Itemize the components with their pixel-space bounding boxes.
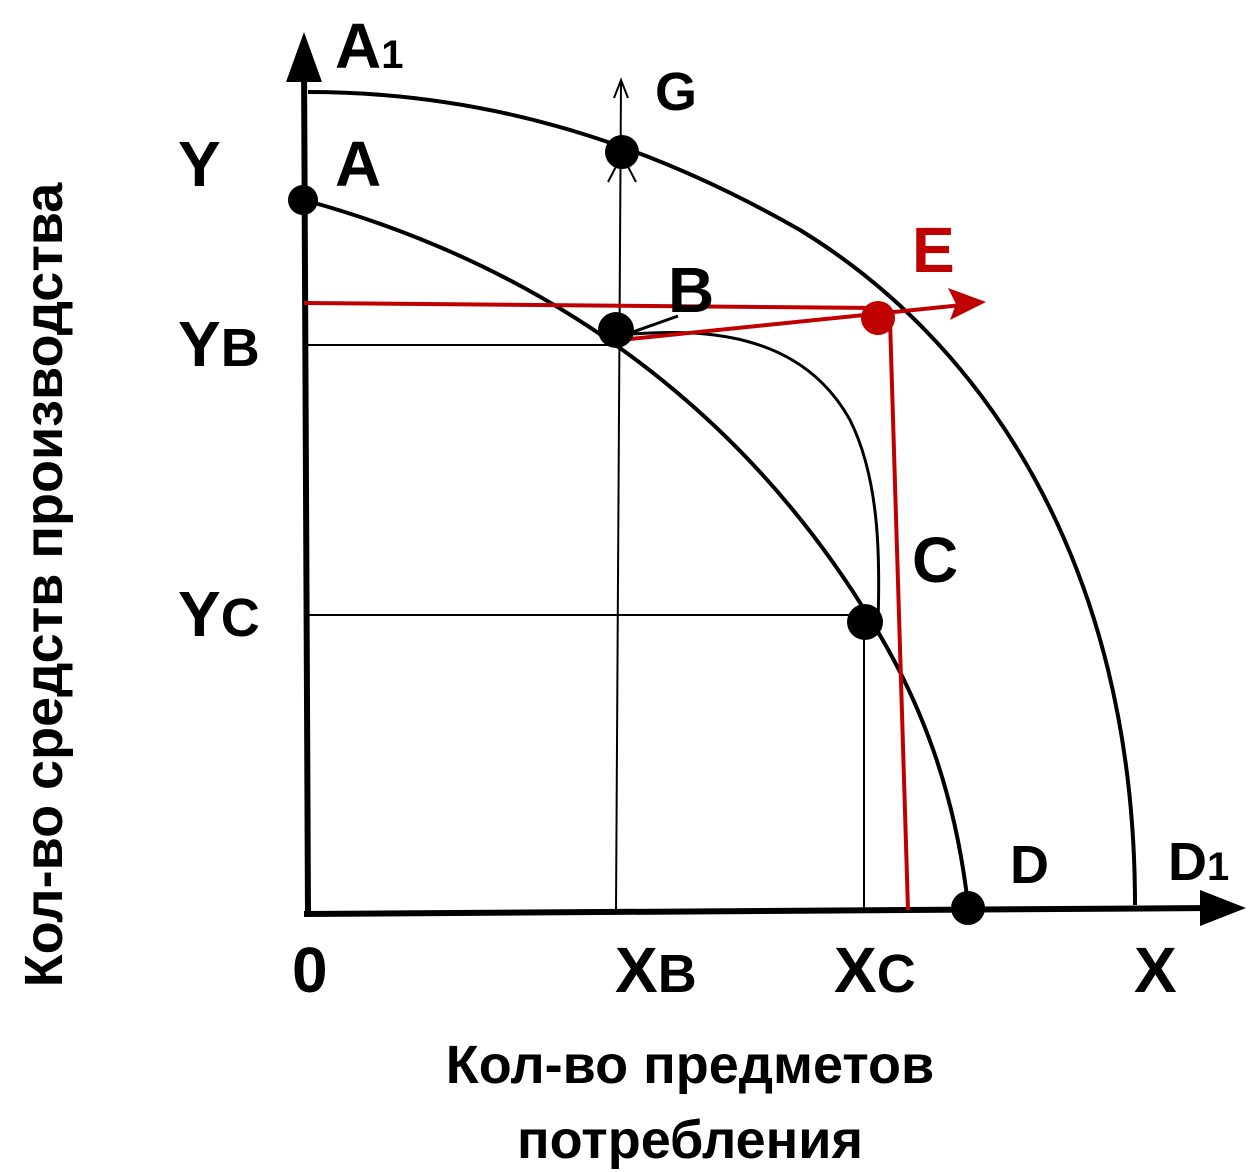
label-yb: YB xyxy=(178,308,260,380)
outer-ppf-curve xyxy=(307,90,1137,906)
x-axis-title-line1: Кол-во предметов xyxy=(446,1035,934,1095)
point-g xyxy=(605,135,639,169)
red-vertical-line xyxy=(888,319,910,911)
x-axis xyxy=(303,905,1213,917)
label-y: Y xyxy=(178,128,221,200)
label-xb: XB xyxy=(615,934,697,1006)
label-d: D xyxy=(1010,835,1049,895)
point-c xyxy=(847,604,883,640)
g-arrowhead xyxy=(613,77,629,99)
y-axis-arrowhead xyxy=(286,32,322,82)
label-origin: 0 xyxy=(292,934,328,1006)
y-axis-title: Кол-во средств производства xyxy=(14,182,74,988)
inner-ppf-curve xyxy=(303,198,970,906)
label-d1: D1 xyxy=(1168,832,1229,892)
b-leader-line xyxy=(629,314,679,335)
label-x: X xyxy=(1134,934,1177,1006)
red-arrowhead xyxy=(948,288,986,320)
point-d xyxy=(951,891,985,925)
guide-xb-vertical xyxy=(615,81,622,911)
red-arrow-line xyxy=(619,302,973,342)
label-yc: YC xyxy=(178,578,260,650)
red-horizontal-line xyxy=(303,301,879,310)
point-b xyxy=(598,312,634,348)
label-xc: XC xyxy=(834,934,916,1006)
label-a1: A1 xyxy=(335,10,403,82)
label-e: E xyxy=(912,214,955,286)
label-g: G xyxy=(655,62,697,122)
x-axis-title-line2: потребления xyxy=(517,1110,863,1170)
point-e xyxy=(861,301,895,335)
label-b: B xyxy=(668,254,714,326)
point-a xyxy=(288,185,318,215)
label-c: C xyxy=(912,524,958,596)
x-axis-arrowhead xyxy=(1200,890,1246,926)
label-a: A xyxy=(335,128,381,200)
